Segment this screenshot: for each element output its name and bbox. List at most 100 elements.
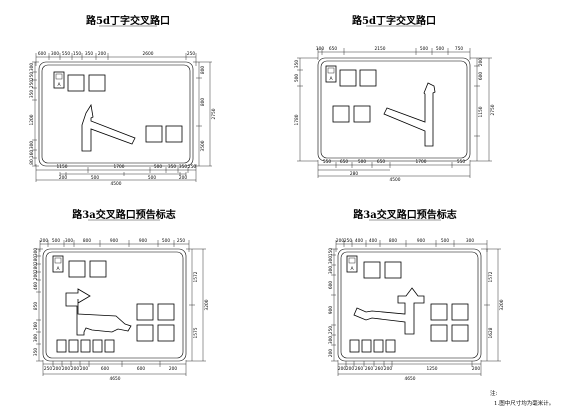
text-block xyxy=(88,74,106,92)
dim-chain-bottom: 550 650 500 650 1700 550 280 4500 xyxy=(317,159,471,183)
dim-label: 160 xyxy=(29,150,35,158)
dim-label: 200 xyxy=(179,175,187,181)
dim-label: 800 xyxy=(200,66,206,74)
route-marker xyxy=(53,71,65,89)
notes-line-1: 1.图中尺寸均为毫米计。 xyxy=(494,399,554,407)
small-text-blocks xyxy=(56,339,115,353)
sign-inner-border xyxy=(41,64,191,164)
text-block xyxy=(157,324,175,342)
dim-label: 1150 xyxy=(478,106,484,117)
dim-label: 280 xyxy=(33,256,39,264)
dim-label: 250 xyxy=(187,51,195,57)
dim-label: 250 xyxy=(44,366,52,372)
dim-label: 500 xyxy=(162,238,170,244)
route-marker-shield xyxy=(348,257,356,264)
panel-top-left: 路5d丁字交叉路口 600 300 550 150 350 200 2600 2… xyxy=(29,14,217,187)
dim-chain-top: 600 300 550 150 350 200 2600 250 xyxy=(35,51,197,66)
text-block xyxy=(67,74,85,92)
dim-label: 1200 xyxy=(29,114,35,125)
dim-label: 350 xyxy=(294,60,300,68)
dim-label: 200 xyxy=(53,366,61,372)
dim-total: 3200 xyxy=(204,299,210,310)
dim-label: 200 xyxy=(62,366,70,372)
sign-inner-border xyxy=(320,60,468,159)
dim-label: 550 xyxy=(457,159,465,165)
text-block xyxy=(89,260,107,278)
dim-label: 650 xyxy=(340,159,348,165)
route-marker-label: A xyxy=(57,82,61,88)
route-marker-label: A xyxy=(350,266,354,272)
text-block xyxy=(359,69,377,87)
dim-total: 4500 xyxy=(111,181,122,187)
junction-arrow xyxy=(383,82,436,147)
dim-label: 260 xyxy=(375,366,383,372)
route-marker-shield xyxy=(55,73,63,80)
dim-label: 200 xyxy=(169,366,177,372)
crossroad-arrow xyxy=(353,287,425,335)
text-block xyxy=(68,260,86,278)
text-block xyxy=(339,69,357,87)
route-marker-shield xyxy=(327,67,335,74)
dim-label: 250 xyxy=(177,238,185,244)
dim-label: 650 xyxy=(377,159,385,165)
small-text-block xyxy=(104,339,115,353)
dim-label: 300 xyxy=(29,141,35,149)
dim-chain-left: 300 250 250 350 1200 300 160 80 xyxy=(29,61,39,167)
route-marker-shield xyxy=(54,257,62,264)
dim-label: 200 xyxy=(472,366,480,372)
dim-label: 100 xyxy=(316,46,324,52)
dim-label: 1575 xyxy=(193,327,199,338)
dim-label: 200 xyxy=(40,238,48,244)
small-text-block xyxy=(385,339,396,353)
dim-label: 1700 xyxy=(114,164,125,170)
dim-label: 250 xyxy=(344,238,352,244)
panel-title: 路5d丁字交叉路口 xyxy=(352,14,436,27)
dim-label: 260 xyxy=(33,322,39,330)
text-block xyxy=(451,324,469,342)
small-text-block xyxy=(68,339,79,353)
dim-label: 200 xyxy=(328,349,334,357)
dim-label: 500 xyxy=(148,175,156,181)
dim-label: 150 xyxy=(328,248,334,256)
dim-label: 200 xyxy=(33,272,39,280)
small-text-blocks xyxy=(349,339,396,353)
dim-label: 650 xyxy=(329,46,337,52)
route-marker-label: A xyxy=(329,76,333,82)
dim-label: 800 xyxy=(200,98,206,106)
sign-inner-border xyxy=(340,251,479,359)
dim-label: 600 xyxy=(478,72,484,80)
dim-chain-bottom: 200 200 260 260 260 200 1250 200 4650 xyxy=(337,360,482,382)
sign-outer-border xyxy=(337,248,482,362)
dim-label: 550 xyxy=(323,159,331,165)
small-text-block xyxy=(361,339,372,353)
panel-title: 路3a交叉路口预告标志 xyxy=(353,208,456,221)
dim-label: 350 xyxy=(85,51,93,57)
dim-label: 200 xyxy=(80,366,88,372)
panel-bottom-left: 路3a交叉路口预告标志 200 500 300 800 900 900 500 … xyxy=(33,208,210,382)
text-block xyxy=(332,105,350,123)
dim-chain-left: 350 500 1780 xyxy=(294,57,318,162)
dim-label: 2600 xyxy=(143,51,154,57)
dim-label: 500 xyxy=(294,74,300,82)
dim-chain-bottom: 250 200 200 200 200 600 600 200 4650 xyxy=(42,360,187,382)
small-text-block xyxy=(373,339,384,353)
text-block xyxy=(451,303,469,321)
crossroad-arrow xyxy=(65,288,132,336)
dim-label: 500 xyxy=(52,238,60,244)
dim-label: 750 xyxy=(455,46,463,52)
sign-inner-border xyxy=(45,251,184,359)
dim-total: 2750 xyxy=(211,108,217,119)
route-marker xyxy=(346,255,358,273)
text-block xyxy=(363,261,381,279)
junction-arrow xyxy=(81,103,136,152)
panel-title: 路5d丁字交叉路口 xyxy=(86,14,170,27)
dim-total: 3200 xyxy=(499,299,505,310)
dim-label: 280 xyxy=(350,171,358,177)
dim-label: 900 xyxy=(417,238,425,244)
text-block xyxy=(136,303,154,321)
dim-label: 600 xyxy=(328,281,334,289)
dim-label: 300 xyxy=(328,256,334,264)
dim-label: 1572 xyxy=(488,271,494,282)
sign-outer-border xyxy=(317,57,471,162)
